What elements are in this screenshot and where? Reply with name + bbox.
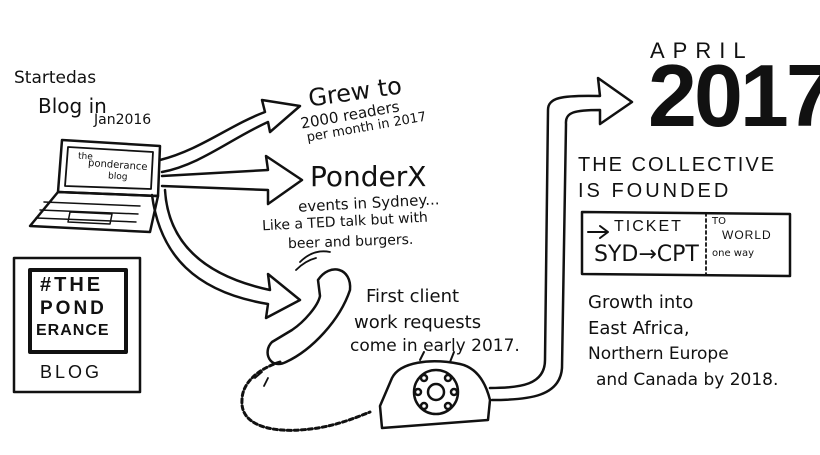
logo-line3: ERANCE: [36, 322, 110, 339]
arrow-to-ponderx: [160, 154, 304, 206]
ponderx-title: PonderX: [310, 160, 427, 193]
arrow-to-readers: [158, 98, 302, 174]
arrow-to-phone: [150, 188, 302, 320]
logo-line1: #THE: [40, 274, 104, 296]
collective-line2: IS FOUNDED: [578, 180, 732, 202]
ticket-side2: WORLD: [722, 228, 772, 242]
started-line2: Blog in: [38, 94, 107, 118]
growth-line2: East Africa,: [588, 318, 690, 339]
phone-cord: [240, 360, 372, 432]
laptop-icon: [28, 138, 162, 234]
ticket-side3: one way: [712, 248, 755, 259]
growth-line4: and Canada by 2018.: [596, 370, 779, 390]
growth-line1: Growth into: [588, 292, 694, 313]
telephone-base-icon: [378, 351, 492, 430]
laptop-screen-line3: blog: [107, 171, 128, 183]
date-month: APRIL: [650, 38, 754, 63]
ticket-side1: TO: [712, 216, 726, 227]
client-line3: come in early 2017.: [350, 336, 520, 356]
ticket-label: TICKET: [614, 218, 683, 235]
collective-line1: THE COLLECTIVE: [578, 154, 777, 176]
logo-outer-frame: [12, 256, 142, 394]
logo-caption: BLOG: [40, 362, 103, 382]
client-line2: work requests: [354, 312, 482, 333]
date-year: 2017: [648, 46, 820, 145]
phone-handset-icon: [254, 250, 352, 387]
started-line3: Jan2016: [94, 112, 152, 128]
growth-line3: Northern Europe: [588, 344, 729, 364]
ticket-icon: [580, 210, 792, 278]
started-line1: Startedas: [14, 68, 97, 88]
logo-inner-frame: [28, 268, 128, 354]
client-line1: First client: [366, 286, 460, 307]
logo-line2: POND: [40, 298, 107, 319]
arrow-to-2017: [488, 76, 634, 402]
ticket-route: SYD→CPT: [594, 242, 699, 267]
